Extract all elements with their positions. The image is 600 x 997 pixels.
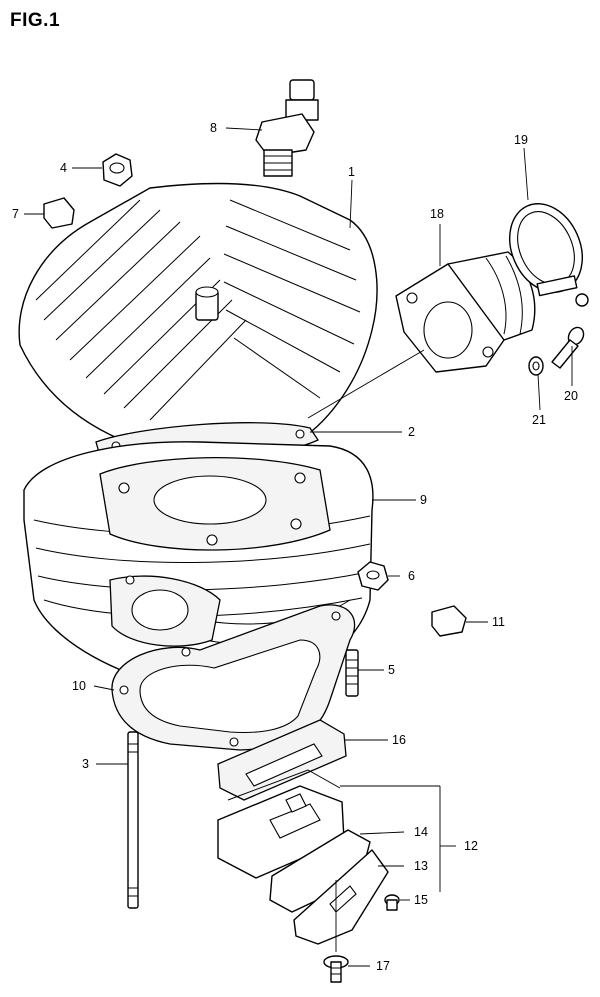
reed-valve-screw — [323, 955, 349, 983]
callout-20: 20 — [564, 389, 578, 403]
callout-17: 17 — [376, 959, 390, 973]
callout-3: 3 — [82, 757, 89, 771]
callout-7: 7 — [12, 207, 19, 221]
figure-title: FIG.1 — [10, 10, 61, 31]
callout-numbers: 8 4 7 1 2 9 6 11 5 10 3 16 12 14 13 15 1… — [12, 121, 578, 973]
callout-6: 6 — [408, 569, 415, 583]
hose-clamp — [509, 203, 589, 307]
callout-14: 14 — [414, 825, 428, 839]
callout-18: 18 — [430, 207, 444, 221]
callout-21: 21 — [532, 413, 546, 427]
intake-pipe — [395, 251, 536, 373]
cylinder-head-nut — [102, 153, 133, 187]
intake-washer — [528, 356, 544, 376]
head-cap — [43, 197, 75, 229]
callout-12: 12 — [464, 839, 478, 853]
cylinder-head — [18, 182, 378, 463]
callout-2: 2 — [408, 425, 415, 439]
cylinder-base-gasket — [111, 604, 356, 751]
callout-5: 5 — [388, 663, 395, 677]
reed-valve-assembly — [217, 769, 345, 879]
spark-plug — [255, 79, 319, 177]
callout-15: 15 — [414, 893, 428, 907]
reed-stopper — [293, 849, 389, 945]
callout-8: 8 — [210, 121, 217, 135]
callout-13: 13 — [414, 859, 428, 873]
callout-4: 4 — [60, 161, 67, 175]
callout-10: 10 — [72, 679, 86, 693]
stud-bolt-short — [345, 649, 359, 697]
cylinder-nut — [357, 561, 389, 591]
intake-bolt — [551, 326, 585, 369]
reed-screw — [384, 894, 400, 911]
leader-lines — [24, 127, 573, 967]
stud-bolt-long — [127, 731, 139, 909]
callout-11: 11 — [492, 615, 505, 629]
callout-19: 19 — [514, 133, 528, 147]
callout-9: 9 — [420, 493, 427, 507]
cylinder-cap — [431, 605, 467, 637]
callout-16: 16 — [392, 733, 406, 747]
callout-1: 1 — [348, 165, 355, 179]
reed-valve-gasket — [217, 719, 347, 801]
